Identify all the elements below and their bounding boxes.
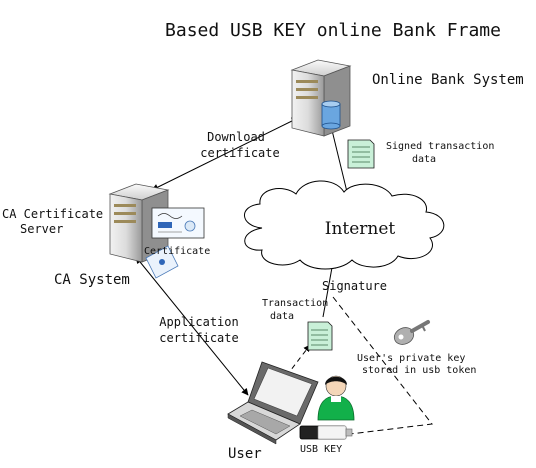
certificate-icon	[151, 207, 205, 239]
online-bank-server-icon	[290, 59, 352, 137]
application-certificate-arrow	[135, 256, 249, 396]
signed-data-document-icon	[347, 139, 375, 169]
diagram-title: Based USB KEY online Bank Frame	[165, 20, 501, 41]
online-bank-label: Online Bank System	[372, 72, 524, 88]
signed-data-label-2: data	[412, 154, 436, 165]
usb-key-label: USB KEY	[300, 444, 342, 455]
transaction-label-2: data	[270, 311, 294, 322]
certificate-label: Certificate	[144, 246, 210, 257]
ca-server-label-2: Server	[20, 222, 63, 236]
internet-cloud-icon	[244, 180, 445, 270]
signed-data-label-1: Signed transaction	[386, 141, 494, 152]
ca-system-label: CA System	[54, 272, 130, 288]
application-label-1: Application	[159, 315, 238, 329]
key-icon	[393, 320, 430, 345]
usb-key-icon	[299, 425, 353, 440]
signature-label: Signature	[322, 279, 387, 293]
internet-label: Internet	[325, 219, 396, 239]
transaction-label-1: Transaction	[262, 298, 328, 309]
private-key-label-1: User's private key	[357, 353, 465, 364]
database-icon	[321, 100, 341, 130]
internet-to-bank-arrow	[328, 121, 349, 197]
download-label-2: certificate	[200, 146, 279, 160]
signature-arrow	[322, 261, 336, 318]
transaction-document-icon	[307, 321, 333, 351]
download-label-1: Download	[207, 130, 265, 144]
laptop-icon	[227, 361, 319, 445]
download-certificate-arrow	[151, 117, 299, 191]
private-key-dashed-path	[332, 296, 433, 435]
ca-server-label-1: CA Certificate	[2, 207, 103, 221]
user-person-icon	[317, 375, 355, 421]
certificate-card-icon	[145, 245, 179, 279]
private-key-label-2: stored in usb token	[362, 365, 476, 376]
application-label-2: certificate	[159, 331, 238, 345]
user-label: User	[228, 446, 262, 462]
transaction-data-arrow	[280, 344, 311, 384]
